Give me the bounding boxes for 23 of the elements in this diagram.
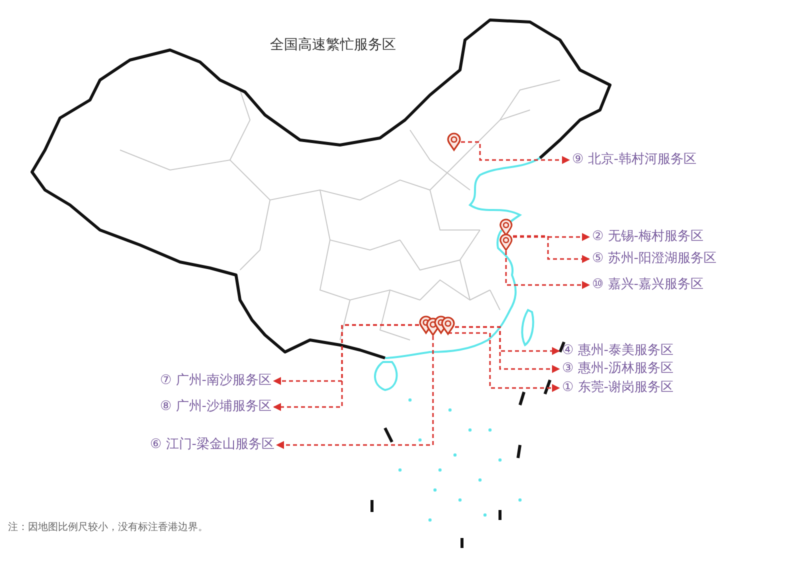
service-area-label: ⑨ 北京-韩村河服务区 (572, 152, 696, 168)
service-area-label: ③ 惠州-沥林服务区 (562, 361, 674, 377)
footnote: 注：因地图比例尺较小，没有标注香港边界。 (8, 520, 208, 534)
service-area-label: ④ 惠州-泰美服务区 (562, 343, 674, 359)
service-area-label: ⑤ 苏州-阳澄湖服务区 (592, 251, 716, 267)
dashed-arrow (448, 332, 560, 392)
dashed-arrow (461, 141, 570, 164)
dashed-arrow (455, 326, 560, 373)
map-title: 全国高速繁忙服务区 (270, 36, 396, 54)
service-area-label: ⑧ 广州-沙埔服务区 (160, 399, 272, 415)
service-area-label: ⑦ 广州-南沙服务区 (160, 373, 272, 389)
dashed-arrow (273, 324, 419, 411)
map-pin-icon (447, 133, 461, 151)
service-area-label: ① 东莞-谢岗服务区 (562, 380, 674, 396)
map-pin-icon (441, 317, 455, 335)
dashed-arrow (276, 336, 434, 449)
service-area-label: ② 无锡-梅村服务区 (592, 229, 704, 245)
service-area-label: ⑥ 江门-梁金山服务区 (150, 437, 274, 453)
service-area-label: ⑩ 嘉兴-嘉兴服务区 (592, 277, 704, 293)
dashed-arrow (513, 235, 590, 263)
dashed-arrow (505, 251, 590, 289)
dashed-arrow (513, 233, 590, 241)
map-pin-icon (499, 234, 513, 251)
